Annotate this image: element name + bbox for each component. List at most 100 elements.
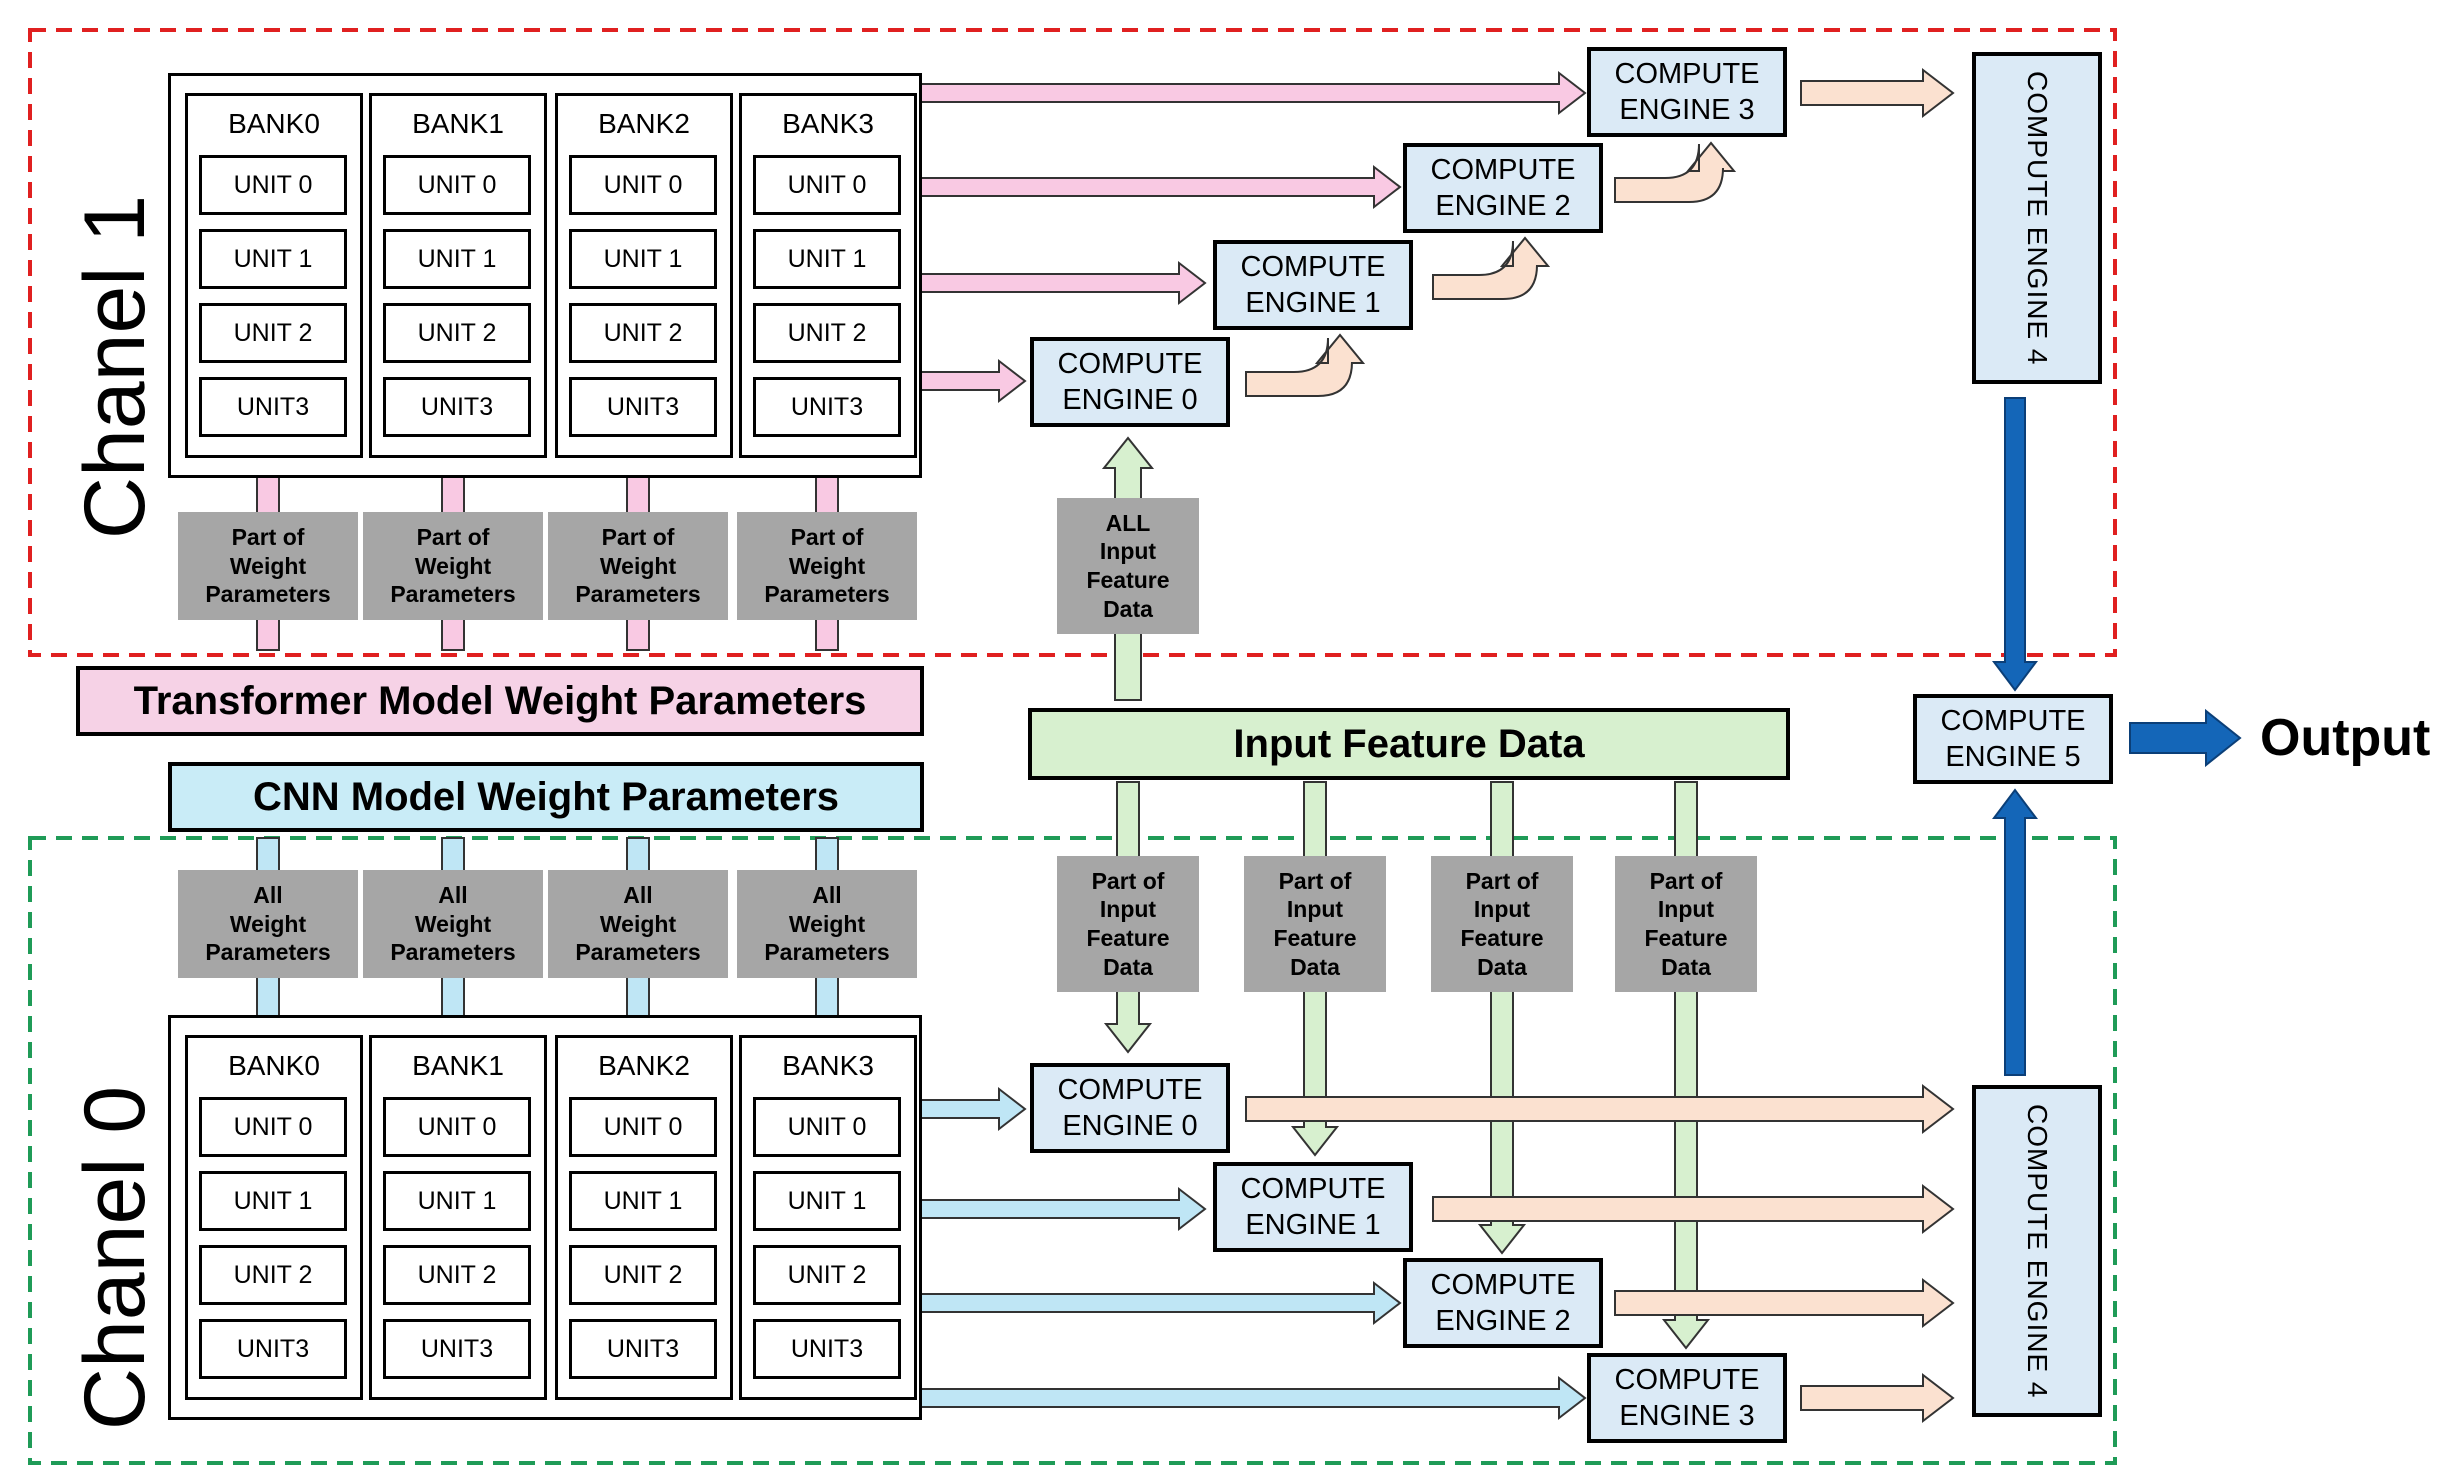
ch1-ce3-to-ce4-arrow (1800, 67, 1955, 119)
ch0-compute-engine-4: COMPUTE ENGINE 4 (1972, 1085, 2102, 1417)
unit-label: UNIT 0 (603, 1112, 683, 1141)
text-line: All (812, 881, 842, 908)
text-line: ENGINE 2 (1435, 190, 1571, 222)
unit-label: UNIT3 (606, 1334, 680, 1363)
channel-1-label: Chanel 1 (65, 157, 165, 577)
unit-label: UNIT 2 (417, 1260, 497, 1289)
text-line: Parameters (575, 581, 701, 608)
ch1-ce2-to-ce3-arrow (1614, 141, 1737, 203)
unit-label: UNIT3 (790, 1334, 864, 1363)
text-line: All (623, 881, 653, 908)
text-line: COMPUTE (1240, 250, 1386, 283)
ch1-unit: UNIT3 (753, 377, 901, 437)
ch0-ce0-to-ce4-arrow (1245, 1083, 1955, 1135)
channel-label-text: Chanel 0 (66, 1085, 163, 1431)
banner-text: CNN Model Weight Parameters (252, 774, 840, 819)
text-line: Feature (1086, 567, 1170, 593)
ch0-unit: UNIT 2 (199, 1245, 347, 1305)
ch0-unit: UNIT 1 (753, 1171, 901, 1231)
text-line: Weight (599, 910, 677, 937)
text-line: Feature (1460, 925, 1544, 951)
text-line: Weight (229, 552, 307, 579)
text-line: Input (1099, 896, 1157, 923)
ch1-unit: UNIT3 (383, 377, 531, 437)
ch0-bank-to-ce0-arrow (904, 1086, 1027, 1132)
ch1-bank-label: BANK0 (185, 101, 363, 147)
text-line: Parameters (764, 939, 890, 966)
ch1-unit: UNIT 1 (383, 229, 531, 289)
ch0-unit: UNIT 0 (753, 1097, 901, 1157)
text-line: Weight (414, 910, 492, 937)
unit-label: UNIT 0 (233, 170, 313, 199)
unit-label: UNIT 2 (417, 318, 497, 347)
text-line: Part of (1465, 867, 1539, 894)
ch0-unit: UNIT 1 (383, 1171, 531, 1231)
output-text: Output (2260, 709, 2431, 767)
unit-label: UNIT3 (606, 392, 680, 421)
bank-name: BANK1 (412, 1050, 504, 1081)
unit-label: UNIT3 (790, 392, 864, 421)
text-line: COMPUTE (1057, 1073, 1203, 1106)
ch0-ce2-to-ce4-arrow (1614, 1277, 1955, 1329)
text-line: Part of (1649, 867, 1723, 894)
text-line: Feature (1273, 925, 1357, 951)
text-line: All (438, 881, 468, 908)
ch1-unit: UNIT3 (199, 377, 347, 437)
ch1-ce4-to-ce5-arrow (1992, 397, 2038, 692)
unit-label: UNIT 1 (233, 1186, 313, 1215)
bank-name: BANK2 (598, 108, 690, 139)
bank-name: BANK2 (598, 1050, 690, 1081)
unit-label: UNIT3 (236, 1334, 310, 1363)
text-line: Part of (1091, 867, 1165, 894)
ch0-unit: UNIT3 (569, 1319, 717, 1379)
text-line: Input (1657, 896, 1715, 923)
ch1-bank-to-ce0-arrow (904, 358, 1027, 404)
text-line: Feature (1086, 925, 1170, 951)
text-line: Weight (788, 910, 866, 937)
text-line: All (253, 881, 283, 908)
unit-label: UNIT 1 (787, 244, 867, 273)
text-line: ENGINE 0 (1062, 384, 1198, 416)
unit-label: UNIT3 (420, 1334, 494, 1363)
unit-label: UNIT 1 (417, 1186, 497, 1215)
ch1-unit: UNIT 0 (569, 155, 717, 215)
ch0-unit: UNIT3 (383, 1319, 531, 1379)
text-line: Weight (788, 552, 866, 579)
text-line: ENGINE 2 (1435, 1305, 1571, 1337)
text-line: COMPUTE (1614, 57, 1760, 90)
text-line: Data (1290, 953, 1340, 980)
ch1-unit: UNIT 1 (199, 229, 347, 289)
ch0-ce3-to-ce4-arrow (1800, 1372, 1955, 1424)
unit-label: UNIT 2 (603, 1260, 683, 1289)
unit-label: UNIT3 (420, 392, 494, 421)
channel-1-frame (28, 28, 2117, 657)
text-line: Input (1286, 896, 1344, 923)
channel-0-label: Chanel 0 (65, 1048, 165, 1468)
output-label: Output (2260, 700, 2460, 776)
text-line: ENGINE 3 (1619, 1400, 1755, 1432)
unit-label: UNIT 2 (787, 318, 867, 347)
ch0-bank-label: BANK3 (739, 1043, 917, 1089)
bank-name: BANK3 (782, 108, 874, 139)
text-line: Data (1477, 953, 1527, 980)
text-line: ENGINE 3 (1619, 94, 1755, 126)
ch1-bank-label: BANK3 (739, 101, 917, 147)
bank-name: BANK0 (228, 1050, 320, 1081)
transformer-banner: Transformer Model Weight Parameters (76, 666, 924, 736)
unit-label: UNIT 0 (603, 170, 683, 199)
ch1-unit: UNIT3 (569, 377, 717, 437)
ch0-unit: UNIT 0 (383, 1097, 531, 1157)
text-line: Part of (1278, 867, 1352, 894)
